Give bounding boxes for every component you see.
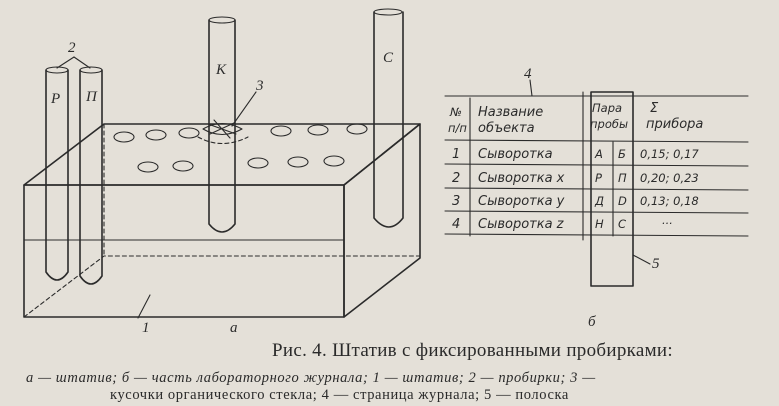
figure-caption: Рис. 4. Штатив с фиксированными пробирка…	[272, 340, 673, 361]
label-2: 2	[68, 40, 76, 56]
tube-pi	[79, 69, 103, 285]
rack-holes	[113, 123, 368, 173]
header-pair-1: Пара	[592, 101, 622, 115]
header-device: прибора	[646, 117, 703, 132]
header-pair-2: пробы	[590, 117, 628, 131]
tube-letter-c: С	[383, 50, 394, 66]
tube-k	[208, 19, 236, 233]
svg-text:0,20; 0,23: 0,20; 0,23	[640, 171, 699, 185]
journal-row: 2 Сыворотка х Р П 0,20; 0,23	[452, 171, 699, 186]
rack-hidden-edges	[23, 255, 421, 318]
tube-letter-p: Р	[50, 91, 60, 107]
journal-row: 3 Сыворотка у Д D 0,13; 0,18	[452, 194, 699, 209]
test-tube-rack	[23, 123, 421, 318]
header-name-1: Название	[478, 105, 543, 120]
svg-text:3: 3	[452, 194, 460, 209]
svg-text:Сыворотка z: Сыворотка z	[478, 217, 565, 232]
legend-line-1: а — штатив; б — часть лабораторного журн…	[26, 370, 596, 386]
svg-text:4: 4	[452, 217, 460, 232]
svg-text:Сыворотка х: Сыворотка х	[478, 171, 565, 186]
legend-line-2: кусочки органического стекла; 4 — страни…	[110, 387, 569, 403]
svg-text:2: 2	[452, 171, 460, 186]
tube-c	[373, 11, 404, 228]
label-3: 3	[255, 78, 264, 94]
rack-front-face	[23, 184, 345, 318]
svg-text:Н: Н	[595, 217, 604, 231]
svg-text:Р: Р	[595, 171, 602, 185]
organic-glass-pieces	[197, 119, 249, 145]
header-name-2: объекта	[478, 121, 535, 136]
label-1: 1	[142, 320, 150, 336]
svg-text:С: С	[618, 217, 626, 231]
label-b: б	[588, 314, 596, 330]
svg-text:А: А	[594, 147, 603, 161]
svg-text:Сыворотка у: Сыворотка у	[478, 194, 565, 209]
journal-row: 1 Сыворотка А Б 0,15; 0,17	[452, 147, 699, 162]
tube-letter-pi: П	[85, 89, 98, 105]
label-4: 4	[524, 66, 532, 82]
tube-letter-k: К	[215, 62, 227, 78]
rack-right-face	[343, 123, 421, 318]
label-a: а	[230, 320, 238, 336]
tube-p	[45, 69, 69, 281]
label-5: 5	[652, 256, 660, 272]
journal-header: № п/п Название объекта Пара пробы Σ приб…	[448, 101, 703, 136]
header-no-2: п/п	[448, 121, 467, 135]
svg-text:0,15; 0,17: 0,15; 0,17	[640, 147, 699, 161]
header-sigma: Σ	[650, 101, 659, 116]
test-tubes	[45, 8, 404, 285]
svg-text:...: ...	[662, 213, 673, 227]
svg-text:П: П	[618, 171, 627, 185]
svg-text:Д: Д	[594, 194, 604, 208]
svg-text:D: D	[618, 194, 627, 208]
header-no-1: №	[449, 105, 462, 119]
journal-page	[444, 79, 749, 287]
svg-text:0,13; 0,18: 0,13; 0,18	[640, 194, 699, 208]
svg-text:Сыворотка: Сыворотка	[478, 147, 553, 162]
svg-text:1: 1	[452, 147, 460, 162]
svg-text:Б: Б	[618, 147, 626, 161]
journal-strip	[590, 91, 634, 287]
journal-rows: 1 Сыворотка А Б 0,15; 0,17 2 Сыворотка х…	[452, 147, 699, 232]
journal-row: 4 Сыворотка z Н С ...	[452, 213, 673, 232]
